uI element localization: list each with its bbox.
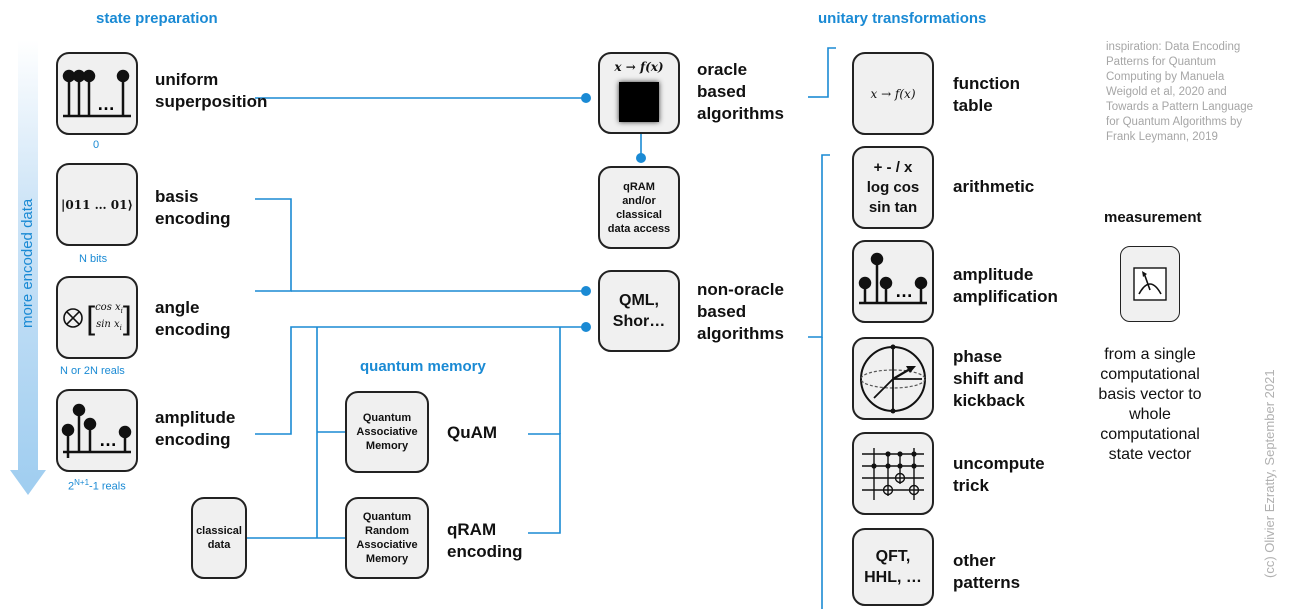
unitary-bracket xyxy=(808,154,830,338)
basis-label-1: basis xyxy=(155,187,199,206)
function-table-box: x → f(x) xyxy=(852,52,934,135)
basis-encoding-box: |011 … 01⟩ xyxy=(56,163,138,246)
function-table-label-2: table xyxy=(953,96,993,115)
amplitude-label-1: amplitude xyxy=(155,408,236,427)
uniform-label-1: uniform xyxy=(155,70,219,89)
measurement-header: measurement xyxy=(1104,209,1202,226)
nonoracle-dot-2 xyxy=(581,322,591,332)
oracle-formula: x → f(x) xyxy=(614,60,664,74)
arithmetic-label: arithmetic xyxy=(953,177,1035,196)
oracle-box: x → f(x) xyxy=(598,52,680,134)
non-oracle-label-3: algorithms xyxy=(697,324,784,343)
measurement-description: from a single computational basis vector… xyxy=(1098,346,1202,463)
non-oracle-label-1: non-oracle xyxy=(697,280,784,299)
phase-kickback-box xyxy=(852,337,934,420)
angle-caption: N or 2N reals xyxy=(60,365,125,377)
qram-label-2: encoding xyxy=(447,542,523,561)
arithmetic-box: + - / x log cos sin tan xyxy=(852,146,934,229)
amplitude-to-nonoracle-line xyxy=(255,326,585,435)
oracle-label-2: based xyxy=(697,82,747,101)
uniform-caption: 0 xyxy=(93,139,100,151)
bloch-sphere-icon xyxy=(860,344,926,413)
angle-encoding-box: [ cos xi sin xi ] xyxy=(56,276,138,359)
qram-access-dot xyxy=(636,153,646,163)
state-preparation-header: state preparation xyxy=(96,10,218,27)
other-patterns-label-1: other xyxy=(953,551,996,570)
uncompute-label-1: uncompute xyxy=(953,454,1045,473)
basis-angle-bracket xyxy=(255,198,292,292)
amplitude-caption: 2N+1-1 reals xyxy=(68,478,126,493)
function-table-bracket xyxy=(820,47,836,98)
amplitude-amplitudes-icon: … xyxy=(61,403,132,458)
amplitude-amplification-box: … xyxy=(852,240,934,323)
phase-label-1: phase xyxy=(953,347,1003,366)
uniform-amplitudes-icon: … xyxy=(62,69,131,117)
uniform-superposition-box: … xyxy=(56,52,138,135)
basis-ket: |011 … 01⟩ xyxy=(61,197,133,212)
phase-label-2: shift and xyxy=(953,369,1024,388)
oracle-label-3: algorithms xyxy=(697,104,784,123)
nonoracle-dot-1 xyxy=(581,286,591,296)
tensor-product-icon xyxy=(63,307,83,328)
oracle-dot xyxy=(581,93,591,103)
measurement-box xyxy=(1120,246,1180,322)
uniform-label-2: superposition xyxy=(155,92,268,111)
uncompute-box xyxy=(852,432,934,515)
phase-label-3: kickback xyxy=(953,391,1025,410)
more-encoded-data-arrow xyxy=(10,40,46,495)
qram-access-box: qRAM and/or classical data access xyxy=(598,166,680,249)
classical-data-box: classical data xyxy=(191,497,247,579)
quantum-memory-header: quantum memory xyxy=(360,358,486,375)
amplitude-label-2: encoding xyxy=(155,430,231,449)
quam-box: Quantum Associative Memory xyxy=(345,391,429,473)
side-arrow-label: more encoded data xyxy=(19,198,36,328)
ellipsis: … xyxy=(895,281,913,301)
non-oracle-label-2: based xyxy=(697,302,747,321)
ellipsis: … xyxy=(97,94,115,114)
inspiration-note: inspiration: Data Encoding Patterns for … xyxy=(1106,41,1254,143)
oracle-black-box xyxy=(619,82,659,122)
basis-caption: N bits xyxy=(79,253,108,265)
meter-icon xyxy=(1133,267,1167,301)
oracle-label-1: oracle xyxy=(697,60,748,79)
amplitude-amplification-label-1: amplitude xyxy=(953,265,1034,284)
other-patterns-label-2: patterns xyxy=(953,573,1021,592)
unitary-transformations-header: unitary transformations xyxy=(818,10,987,27)
non-oracle-box: QML, Shor… xyxy=(598,270,680,352)
amplification-amplitudes-icon: … xyxy=(858,252,928,304)
quam-label: QuAM xyxy=(447,423,498,442)
qram-label-1: qRAM xyxy=(447,520,497,539)
other-patterns-box: QFT, HHL, … xyxy=(852,528,934,606)
ellipsis: … xyxy=(99,430,117,450)
angle-vector: [ cos xi sin xi ] xyxy=(86,299,132,336)
qram-box: Quantum Random Associative Memory xyxy=(345,497,429,579)
angle-label-1: angle xyxy=(155,298,200,317)
basis-label-2: encoding xyxy=(155,209,231,228)
uncompute-label-2: trick xyxy=(953,476,989,495)
copyright-note: (cc) Olivier Ezratty, September 2021 xyxy=(1262,369,1277,578)
circuit-icon xyxy=(862,447,924,500)
memory-output-bracket xyxy=(528,433,561,534)
amplitude-amplification-label-2: amplification xyxy=(953,287,1058,306)
amplitude-encoding-box: … xyxy=(56,389,138,472)
function-table-label-1: function xyxy=(953,74,1021,93)
angle-label-2: encoding xyxy=(155,320,231,339)
